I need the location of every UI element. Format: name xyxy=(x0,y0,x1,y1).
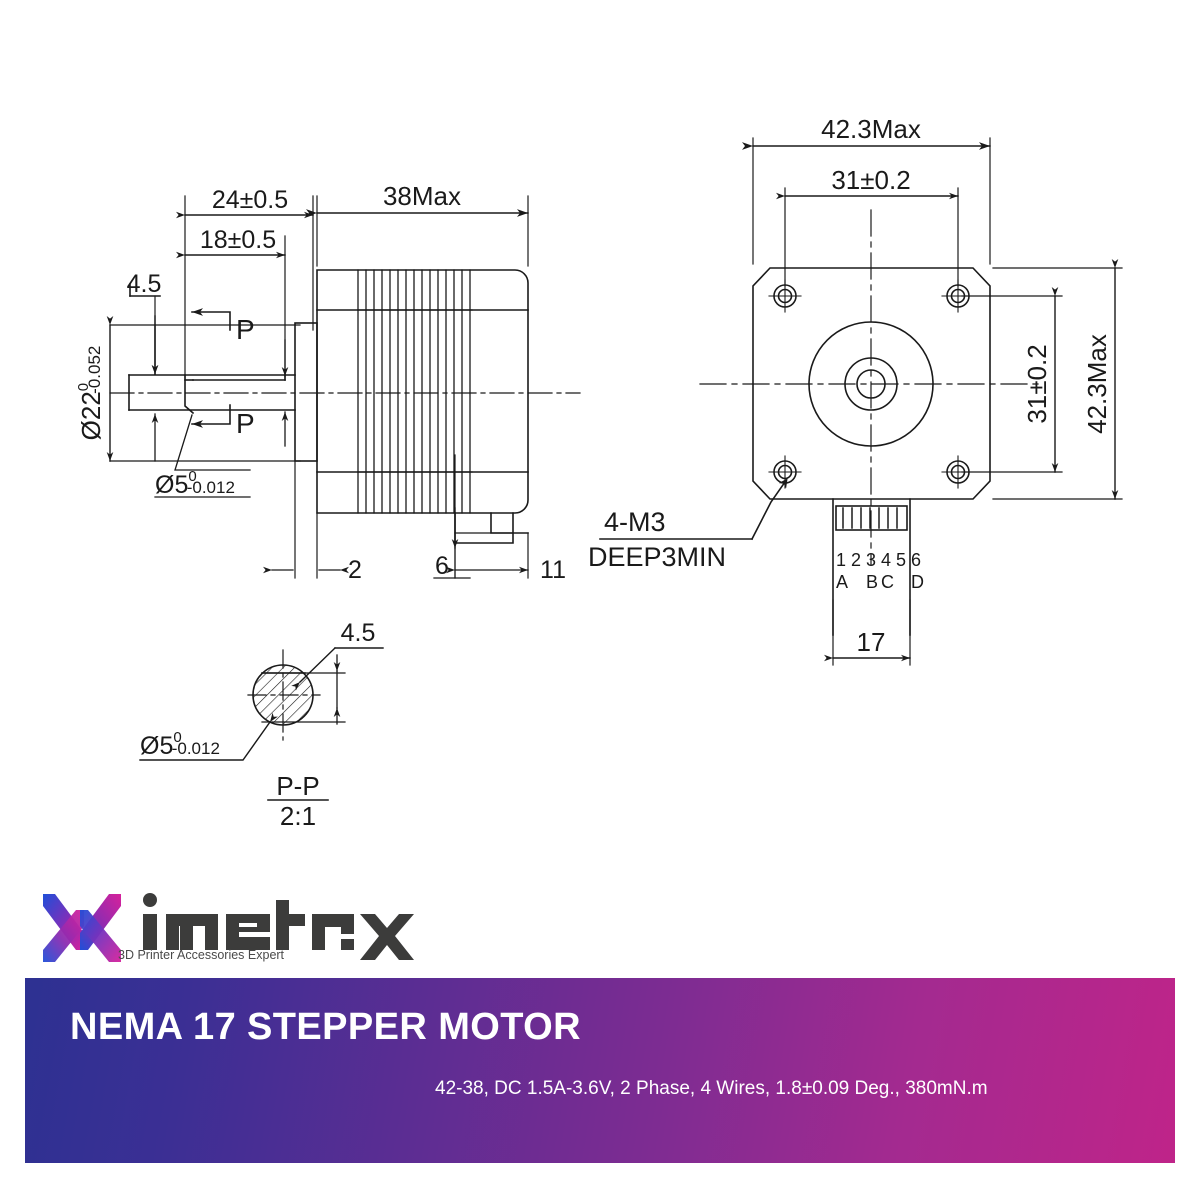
motor-face-outline xyxy=(752,267,991,500)
leader-section-4.5 xyxy=(291,647,384,691)
note-4m3-line1: 4-M3 xyxy=(604,507,666,537)
section-view-scale: 2:1 xyxy=(280,801,316,831)
dim-section-4.5 xyxy=(261,672,346,723)
svg-text:31±0.2: 31±0.2 xyxy=(1022,344,1052,423)
section-mark-lower xyxy=(191,404,231,428)
leader-4m3 xyxy=(599,478,788,541)
product-subtitle: 42-38, DC 1.5A-3.6V, 2 Phase, 4 Wires, 1… xyxy=(435,1078,988,1099)
front-boss xyxy=(294,322,318,462)
rear-connector-block xyxy=(454,512,529,544)
pin-number-1: 1 xyxy=(836,550,846,570)
section-view-title: P-P xyxy=(276,771,319,801)
dim-width-42 xyxy=(752,137,991,265)
pin-number-3: 3 xyxy=(866,550,876,570)
pin-number-5: 5 xyxy=(896,550,906,570)
front-view-centerlines xyxy=(699,209,1041,566)
pin-number-6: 6 xyxy=(911,550,921,570)
connector-pin-labels: 1 2 3 4 5 6 xyxy=(836,550,921,570)
dim-label-6: 6 xyxy=(435,552,449,580)
svg-text:42.3Max: 42.3Max xyxy=(1082,334,1112,434)
section-centerlines xyxy=(247,649,321,741)
phase-label-a: A xyxy=(836,572,848,592)
pin-number-2: 2 xyxy=(851,550,861,570)
svg-text:Ø220-0.052: Ø220-0.052 xyxy=(75,346,106,441)
dim-height-42 xyxy=(992,267,1123,500)
pin-number-4: 4 xyxy=(881,550,891,570)
section-label-p-lower: P xyxy=(236,408,255,439)
dim-label-height-42: 42.3Max xyxy=(1082,334,1112,434)
dim-label-38max: 38Max xyxy=(383,181,461,211)
dim-label-dia5-side: Ø50-0.012 xyxy=(155,468,235,499)
brand-tagline: 3D Printer Accessories Expert xyxy=(118,948,285,962)
dim-label-17: 17 xyxy=(857,627,886,657)
section-view-pp: 4.5 Ø50-0.012 P-P 2:1 xyxy=(139,619,384,831)
connector-phase-labels: A B C D xyxy=(836,572,924,592)
side-view-extension-lines xyxy=(109,195,529,579)
section-mark-upper xyxy=(191,308,231,331)
imetrx-mark-icon xyxy=(43,894,121,962)
dim-bolt-h-31 xyxy=(784,187,959,287)
dim-label-bolt-h-31: 31±0.2 xyxy=(831,165,910,195)
dim-label-18: 18±0.5 xyxy=(200,226,276,254)
dim-bolt-v-31 xyxy=(961,295,1063,473)
dim-label-dia5-section: Ø50-0.012 xyxy=(140,729,220,760)
dim-label-11: 11 xyxy=(540,556,566,584)
section-label-p-upper: P xyxy=(236,314,255,345)
dim-label-4.5-section: 4.5 xyxy=(341,619,376,647)
phase-label-c: C xyxy=(881,572,894,592)
front-view: 42.3Max 31±0.2 xyxy=(588,114,1123,666)
stator-laminations xyxy=(357,269,473,514)
imetrx-wordmark xyxy=(143,893,414,960)
brand-logo xyxy=(36,888,416,970)
product-title: NEMA 17 STEPPER MOTOR xyxy=(70,1006,581,1048)
output-shaft xyxy=(128,374,296,415)
phase-label-b: B xyxy=(866,572,878,592)
dim-label-bolt-v-31: 31±0.2 xyxy=(1022,344,1052,423)
leader-section-dia5 xyxy=(139,712,278,761)
dim-label-2: 2 xyxy=(348,556,362,584)
product-banner: NEMA 17 STEPPER MOTOR 42-38, DC 1.5A-3.6… xyxy=(25,978,1175,1163)
side-view: 38Max 24±0.5 18±0.5 4.5 xyxy=(75,181,581,584)
phase-label-d: D xyxy=(911,572,924,592)
dim-label-dia22: Ø220-0.052 xyxy=(75,346,106,441)
dim-connector-height xyxy=(433,507,471,579)
dim-label-24: 24±0.5 xyxy=(212,186,288,214)
dim-label-width-42: 42.3Max xyxy=(821,114,921,144)
dim-label-4.5-side: 4.5 xyxy=(127,270,162,298)
note-4m3-line2: DEEP3MIN xyxy=(588,542,726,572)
leader-shaft-dia xyxy=(154,414,251,498)
dim-connector-width-17 xyxy=(832,599,911,666)
connector-pins xyxy=(842,507,898,529)
